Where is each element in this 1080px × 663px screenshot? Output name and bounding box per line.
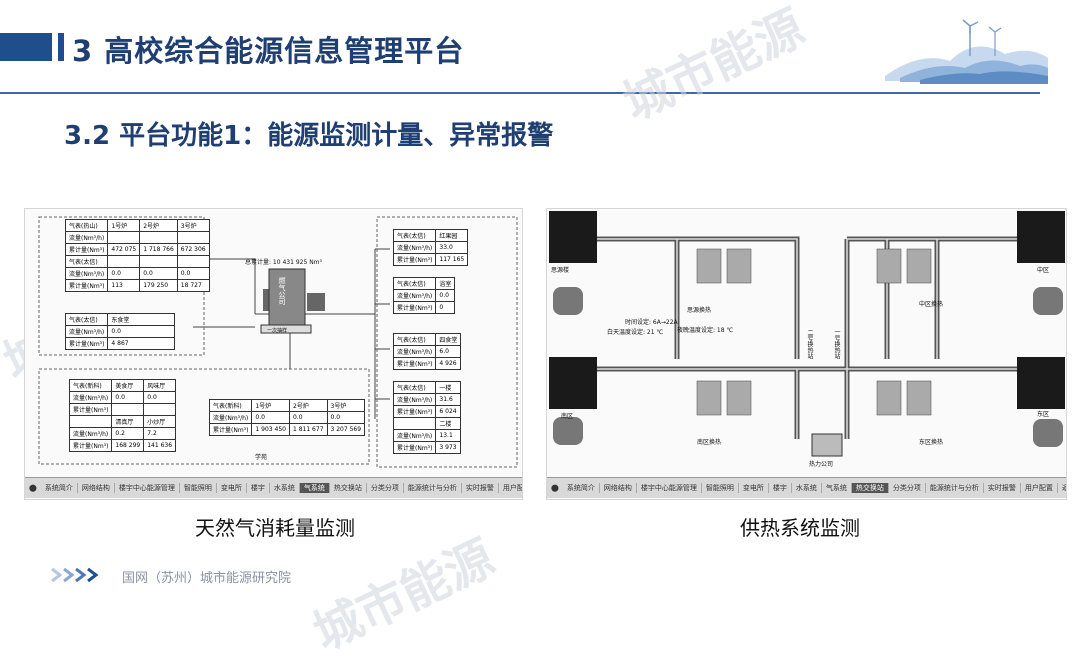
nav-logo-icon: ⬤ [551, 484, 559, 492]
sampling-label: 一次抽样 [267, 328, 288, 334]
nav-item-active[interactable]: 热交换站 [851, 483, 889, 493]
label-east-area: 东区 [1037, 411, 1050, 418]
nav-item[interactable]: 变电所 [739, 483, 769, 493]
campus-label: 学苑 [255, 454, 268, 461]
gas-table-first-canteen: 气表(太信)一楼 流量(Nm³/h)31.6 累计量(Nm³)6 024 二楼 … [392, 381, 461, 454]
gas-company-label: 燃气公司 [278, 277, 286, 305]
slide-subtitle: 3.2 平台功能1：能源监测计量、异常报警 [64, 121, 554, 151]
label-siyuan-exchange: 思源换热 [687, 307, 712, 314]
nav-logo-icon: ⬤ [29, 484, 37, 492]
nav-item[interactable]: 返回 [1058, 483, 1066, 493]
nav-item[interactable]: 楼宇中心能源管理 [637, 483, 702, 493]
heating-pipe-diagram [549, 211, 1065, 457]
nav-item-active[interactable]: 气系统 [299, 483, 330, 493]
nav-item[interactable]: 智能照明 [702, 483, 739, 493]
gas-table-bathhouse: 气表(太信)浴室 流量(Nm³/h)0.0 累计量(Nm³)0 [392, 277, 456, 314]
nav-item[interactable]: 热交换站 [330, 483, 367, 493]
nav-item[interactable]: 分类分项 [889, 483, 926, 493]
nav-item[interactable]: 系统简介 [563, 483, 600, 493]
gas-table-fourth-canteen: 气表(太信)四食堂 流量(Nm³/h)6.0 累计量(Nm³)4 926 [392, 333, 462, 370]
nav-item[interactable]: 气系统 [822, 483, 852, 493]
nav-item[interactable]: 分类分项 [367, 483, 404, 493]
nav-item[interactable]: 系统简介 [41, 483, 78, 493]
nav-item[interactable]: 用户配置 [499, 483, 522, 493]
label-south-exchange: 南区换热 [697, 439, 722, 446]
label-station-2: 二号换热站 [806, 329, 813, 359]
label-heat-company: 热力公司 [809, 461, 834, 468]
label-middle-exchange: 中区换热 [919, 301, 944, 308]
label-siyuan-building: 思源楼 [551, 267, 570, 274]
nav-item[interactable]: 能源统计与分析 [404, 483, 462, 493]
gas-table-hongguo: 气表(太信)红果园 流量(Nm³/h)33.0 累计量(Nm³)117 165 [392, 229, 469, 266]
nav-item[interactable]: 网络结构 [600, 483, 637, 493]
heating-monitoring-screenshot: 思源楼 思源换热 南区 南区换热 中区 中区换热 东区 东区换热 热力公司 二号… [546, 208, 1067, 500]
label-station-1: 一号换热站 [833, 329, 840, 359]
footer-chevrons-icon [50, 565, 110, 585]
label-east-exchange: 东区换热 [919, 439, 944, 446]
right-caption: 供热系统监测 [740, 516, 860, 540]
total-volume-label: 总累计量: 10 431 925 Nm³ [245, 259, 322, 266]
gas-pipe-lines [38, 216, 518, 468]
brand-logo [880, 6, 1050, 86]
gas-nav-bar: ⬤ 系统简介 网络结构 楼宇中心能源管理 智能照明 变电所 楼宇 水系统 气系统… [25, 477, 522, 498]
nav-item[interactable]: 水系统 [270, 483, 300, 493]
nav-item[interactable]: 楼宇 [769, 483, 792, 493]
nav-item[interactable]: 楼宇 [247, 483, 270, 493]
nav-item[interactable]: 实时报警 [462, 483, 499, 493]
footer-org-name: 国网（苏州）城市能源研究院 [122, 571, 292, 586]
label-middle-area: 中区 [1037, 267, 1050, 274]
label-south-area: 南区 [561, 413, 574, 420]
watermark-top: 城市能源 [615, 0, 813, 132]
nav-item[interactable]: 楼宇中心能源管理 [115, 483, 180, 493]
slide-title: 3 高校综合能源信息管理平台 [72, 34, 465, 68]
nav-item[interactable]: 变电所 [217, 483, 247, 493]
nav-item[interactable]: 实时报警 [984, 483, 1021, 493]
nav-item[interactable]: 水系统 [792, 483, 822, 493]
heating-nav-bar: ⬤ 系统简介 网络结构 楼宇中心能源管理 智能照明 变电所 楼宇 水系统 气系统… [547, 477, 1066, 498]
title-accent-block [58, 33, 64, 61]
label-night-temp: 夜晚温度设定: 18 ℃ [677, 327, 734, 334]
label-day-temp: 白天温度设定: 21 ℃ [607, 329, 664, 336]
left-caption: 天然气消耗量监测 [195, 516, 355, 540]
nav-item[interactable]: 智能照明 [180, 483, 217, 493]
nav-item[interactable]: 用户配置 [1021, 483, 1058, 493]
nav-item[interactable]: 能源统计与分析 [926, 483, 984, 493]
nav-item[interactable]: 网络结构 [78, 483, 115, 493]
label-time-setting: 时间设定: 6A→22A [625, 319, 678, 326]
title-bar-block [0, 33, 52, 61]
title-divider [0, 92, 1040, 94]
gas-table-east-canteen: 气表(太信)东食堂 流量(Nm³/h)0.0 累计量(Nm³)4 867 [64, 313, 176, 350]
gas-monitoring-screenshot: 总累计量: 10 431 925 Nm³ 燃气公司 一次抽样 学苑 气表(热山)… [24, 208, 523, 500]
